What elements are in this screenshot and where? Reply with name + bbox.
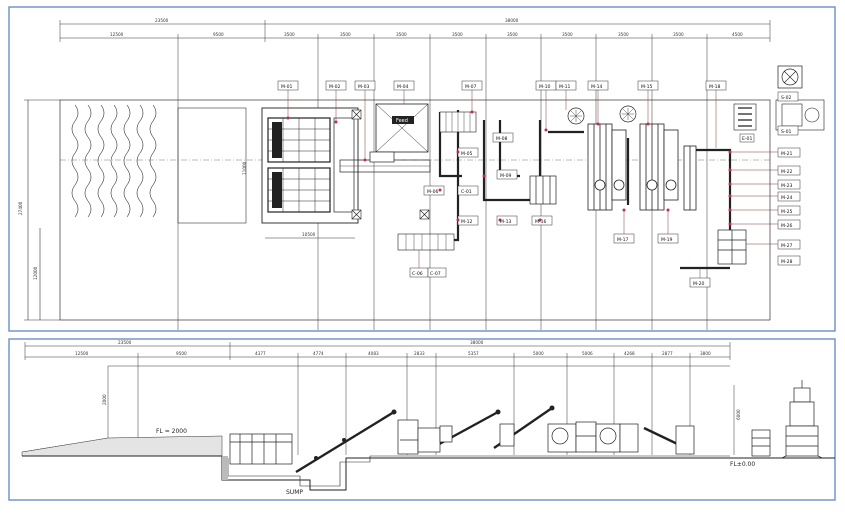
tag-m19: M-19 <box>661 237 673 243</box>
tag-m15: M-15 <box>641 84 653 90</box>
tag-m18: M-18 <box>709 84 721 90</box>
elev-dim-seg-7: 5357 <box>468 351 479 356</box>
elev-dim-seg-5: 4083 <box>368 351 379 356</box>
plan-dim-seg-8: 3500 <box>562 32 573 37</box>
tag-m26: M-26 <box>781 223 793 229</box>
tag-s02: S-02 <box>781 95 791 101</box>
tag-m22: M-22 <box>781 169 793 175</box>
elev-dim-seg-6: 2833 <box>414 351 425 356</box>
tag-m23: M-23 <box>781 183 793 189</box>
tag-m24: M-24 <box>781 195 793 201</box>
plan-view-panel: 23500 38000 12500 9500 3500 3500 3500 35… <box>8 6 836 332</box>
product-tank <box>717 229 747 265</box>
plan-dim-seg-6: 3500 <box>452 32 463 37</box>
plan-dim-seg-10: 3500 <box>673 32 684 37</box>
plan-dim-height-lower: 12000 <box>33 266 38 280</box>
tag-m12: M-12 <box>461 219 473 225</box>
elev-dim-seg-8: 5000 <box>533 351 544 356</box>
tag-m05: M-05 <box>461 151 473 157</box>
elev-dim-height-left: 2000 <box>102 394 107 405</box>
raw-material-stockpile <box>71 104 157 218</box>
plan-dim-total-2: 38000 <box>505 18 519 23</box>
separator-tower-2 <box>639 123 679 211</box>
elev-dim-total-2: 38000 <box>470 340 484 345</box>
elev-dim-seg-10: 4268 <box>624 351 635 356</box>
tag-c07: C-07 <box>430 271 441 277</box>
separator-tower-1 <box>587 123 627 211</box>
plan-dim-seg-5: 3500 <box>396 32 407 37</box>
tag-m11: M-11 <box>559 84 571 90</box>
tag-m28: M-28 <box>781 259 793 265</box>
tag-m16: M-16 <box>535 219 547 225</box>
equipment-tags <box>277 80 801 288</box>
tag-m21: M-21 <box>781 151 793 157</box>
feeder-block <box>261 107 359 224</box>
tag-m04: M-04 <box>397 84 409 90</box>
tag-m14: M-14 <box>591 84 603 90</box>
elev-dim-seg-4: 4774 <box>313 351 324 356</box>
tag-m17: M-17 <box>617 237 629 243</box>
sump-label: SUMP <box>286 489 303 496</box>
tag-m10: M-10 <box>539 84 551 90</box>
plan-dim-seg-9: 3500 <box>618 32 629 37</box>
tag-m01: M-01 <box>281 84 293 90</box>
tag-m06: M-06 <box>427 189 439 195</box>
plan-dim-seg-1: 12500 <box>110 32 124 37</box>
exhaust-fan <box>777 65 803 89</box>
tag-m02: M-02 <box>329 84 341 90</box>
plan-dim-seg-3: 3500 <box>284 32 295 37</box>
drying-tower-elevation <box>781 380 823 459</box>
tag-c06: C-06 <box>412 271 423 277</box>
elev-dim-seg-2: 9500 <box>176 351 187 356</box>
tag-m07: M-07 <box>465 84 477 90</box>
tag-m25: M-25 <box>781 209 793 215</box>
crusher-unit <box>529 175 557 205</box>
tag-m08: M-08 <box>496 136 508 142</box>
elevation-view-panel: 23500 38000 12500 9500 4377 4774 4083 28… <box>8 338 836 501</box>
vibrating-screen <box>439 111 477 133</box>
tag-m20: M-20 <box>693 281 705 287</box>
cyclone-fans <box>567 105 637 125</box>
tag-e01: E-01 <box>742 136 752 142</box>
elevation-view-frame <box>8 338 836 501</box>
ground-and-stockpile <box>21 435 835 491</box>
plan-view-frame <box>8 6 836 332</box>
plan-dim-total-1: 23500 <box>155 18 169 23</box>
elev-dim-seg-3: 4377 <box>255 351 266 356</box>
tag-m27: M-27 <box>781 243 793 249</box>
control-cabinet <box>733 99 825 131</box>
tag-s01: S-01 <box>781 129 791 135</box>
elev-dim-seg-12: 3800 <box>700 351 711 356</box>
tag-m13: M-13 <box>500 219 512 225</box>
processing-machines-elevation <box>397 419 695 455</box>
plan-dim-center-height: 11000 <box>242 161 247 175</box>
plan-dim-seg-2: 9500 <box>213 32 224 37</box>
elev-dim-seg-1: 12500 <box>75 351 89 356</box>
plan-dim-bottom-width: 10500 <box>302 232 316 237</box>
fl-upper-label: FL = 2000 <box>156 428 187 435</box>
receiving-hopper-elevation <box>229 433 293 465</box>
fl-lower-label: FL±0.00 <box>730 461 755 468</box>
main-belt-conveyor <box>339 151 431 173</box>
lower-conveyor <box>397 233 455 251</box>
elev-dim-seg-11: 2877 <box>662 351 673 356</box>
feed-hopper-label: Feed <box>396 118 408 124</box>
tag-c01: C-01 <box>461 189 472 195</box>
plan-dim-seg-4: 3500 <box>340 32 351 37</box>
plan-dim-seg-11: 4500 <box>732 32 743 37</box>
storage-tank-elevation <box>751 429 771 457</box>
plan-dim-height: 27400 <box>18 201 23 215</box>
plan-dim-seg-7: 3500 <box>507 32 518 37</box>
separator-tower-3 <box>683 145 697 211</box>
elev-dim-height-right: 6000 <box>736 409 741 420</box>
tag-m09: M-09 <box>500 173 512 179</box>
tag-m03: M-03 <box>358 84 370 90</box>
elev-dim-seg-9: 5006 <box>582 351 593 356</box>
feed-hopper: Feed <box>375 103 429 153</box>
elev-dim-total-1: 23500 <box>118 340 132 345</box>
